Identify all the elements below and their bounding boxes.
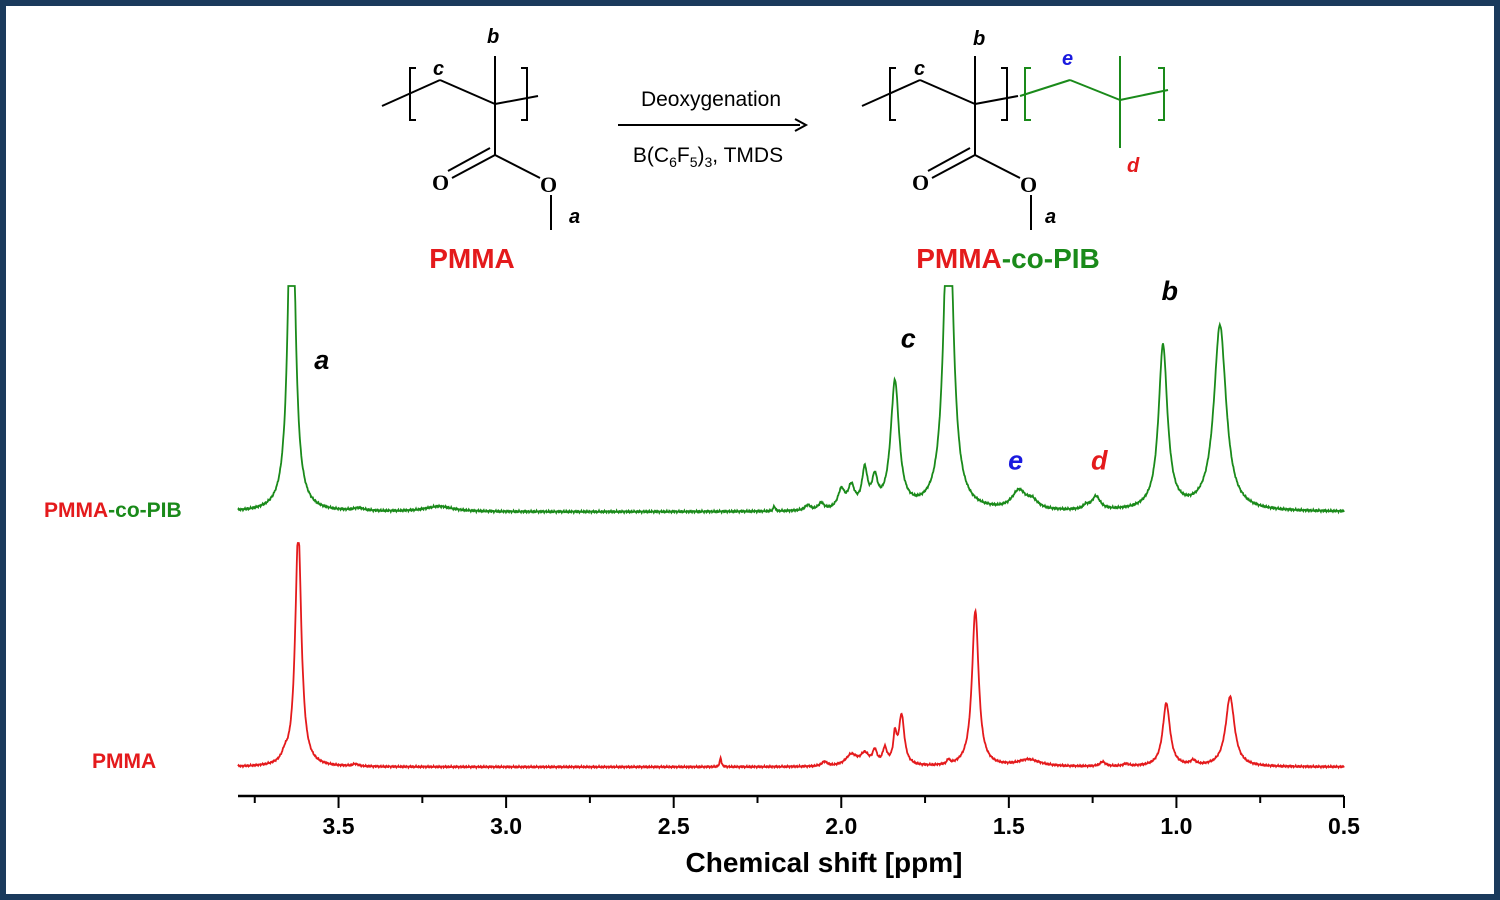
peak-label-e: e: [1008, 446, 1023, 476]
pmma-carbonyl-2: [447, 147, 491, 172]
cop-bracket-right: [1001, 67, 1008, 121]
reaction-arrow-head: [794, 118, 809, 132]
reactant-name: PMMA: [429, 243, 515, 274]
cop-site-a: a: [1045, 206, 1056, 228]
cop-oxygen-carbonyl: O: [912, 170, 929, 195]
cop-site-d: d: [1127, 155, 1140, 177]
cop-bond-backbone: [919, 79, 976, 105]
pmma-bracket-right: [521, 67, 528, 121]
series-label-pmma: PMMA: [92, 750, 156, 773]
cop-site-b: b: [973, 28, 985, 50]
pmma-bond-o: [494, 154, 541, 179]
pmma-bond-right: [494, 95, 539, 105]
pmma-oxygen-ester: O: [540, 172, 557, 197]
cop-carbonyl-2: [927, 147, 971, 172]
x-tick-label: 1.0: [1160, 813, 1192, 839]
cop-bond-o: [974, 154, 1021, 179]
peak-label-b: b: [1161, 276, 1178, 306]
pmma-oxygen-carbonyl: O: [432, 170, 449, 195]
pmma-site-c: c: [433, 58, 444, 80]
spectrum-line-pmma: [237, 542, 1345, 770]
series-label-copolymer: PMMA-co-PIB: [44, 499, 182, 522]
x-tick-label: 3.0: [490, 813, 522, 839]
copolymer-structure: [861, 56, 1169, 230]
reagent-above: Deoxygenation: [641, 88, 781, 111]
pmma-structure: [381, 56, 552, 230]
spectrum-line-copolymer: [237, 285, 1345, 516]
peak-label-d: d: [1091, 446, 1108, 476]
pmma-carbonyl-1: [451, 154, 496, 179]
nmr-spectra: a c e d b: [237, 276, 1345, 770]
cop-bracket-left: [889, 67, 896, 121]
x-tick-label: 3.5: [323, 813, 355, 839]
pib-bond-3: [1119, 89, 1169, 101]
peak-label-c: c: [901, 324, 916, 354]
reaction-scheme: O O b c a PMMA Deoxygenation B(C6F5)3, T…: [381, 26, 1169, 274]
x-axis: 3.5 3.0 2.5 2.0 1.5 1.0 0.5: [238, 794, 1360, 839]
x-tick-label: 2.0: [825, 813, 857, 839]
cop-site-e: e: [1062, 48, 1073, 70]
x-tick-label: 2.5: [658, 813, 690, 839]
pmma-bracket-left: [409, 67, 416, 121]
pib-bond-1: [1019, 79, 1071, 97]
pmma-site-a: a: [569, 206, 580, 228]
cop-bond-right: [974, 95, 1019, 105]
product-name: PMMA-co-PIB: [916, 243, 1100, 274]
pib-bond-2: [1069, 79, 1121, 101]
cop-oxygen-ester: O: [1020, 172, 1037, 197]
cop-carbonyl-1: [931, 154, 976, 179]
cop-site-c: c: [914, 58, 925, 80]
pmma-site-b: b: [487, 26, 499, 48]
nmr-figure: O O b c a PMMA Deoxygenation B(C6F5)3, T…: [44, 26, 1360, 878]
x-axis-label: Chemical shift [ppm]: [686, 847, 963, 878]
reagent-below: B(C6F5)3, TMDS: [633, 144, 783, 170]
pib-bracket-right: [1158, 67, 1165, 121]
peak-label-a: a: [314, 345, 329, 375]
figure-frame: O O b c a PMMA Deoxygenation B(C6F5)3, T…: [6, 6, 1494, 894]
pmma-bond-backbone: [439, 79, 496, 105]
x-tick-label: 0.5: [1328, 813, 1360, 839]
x-tick-label: 1.5: [993, 813, 1025, 839]
